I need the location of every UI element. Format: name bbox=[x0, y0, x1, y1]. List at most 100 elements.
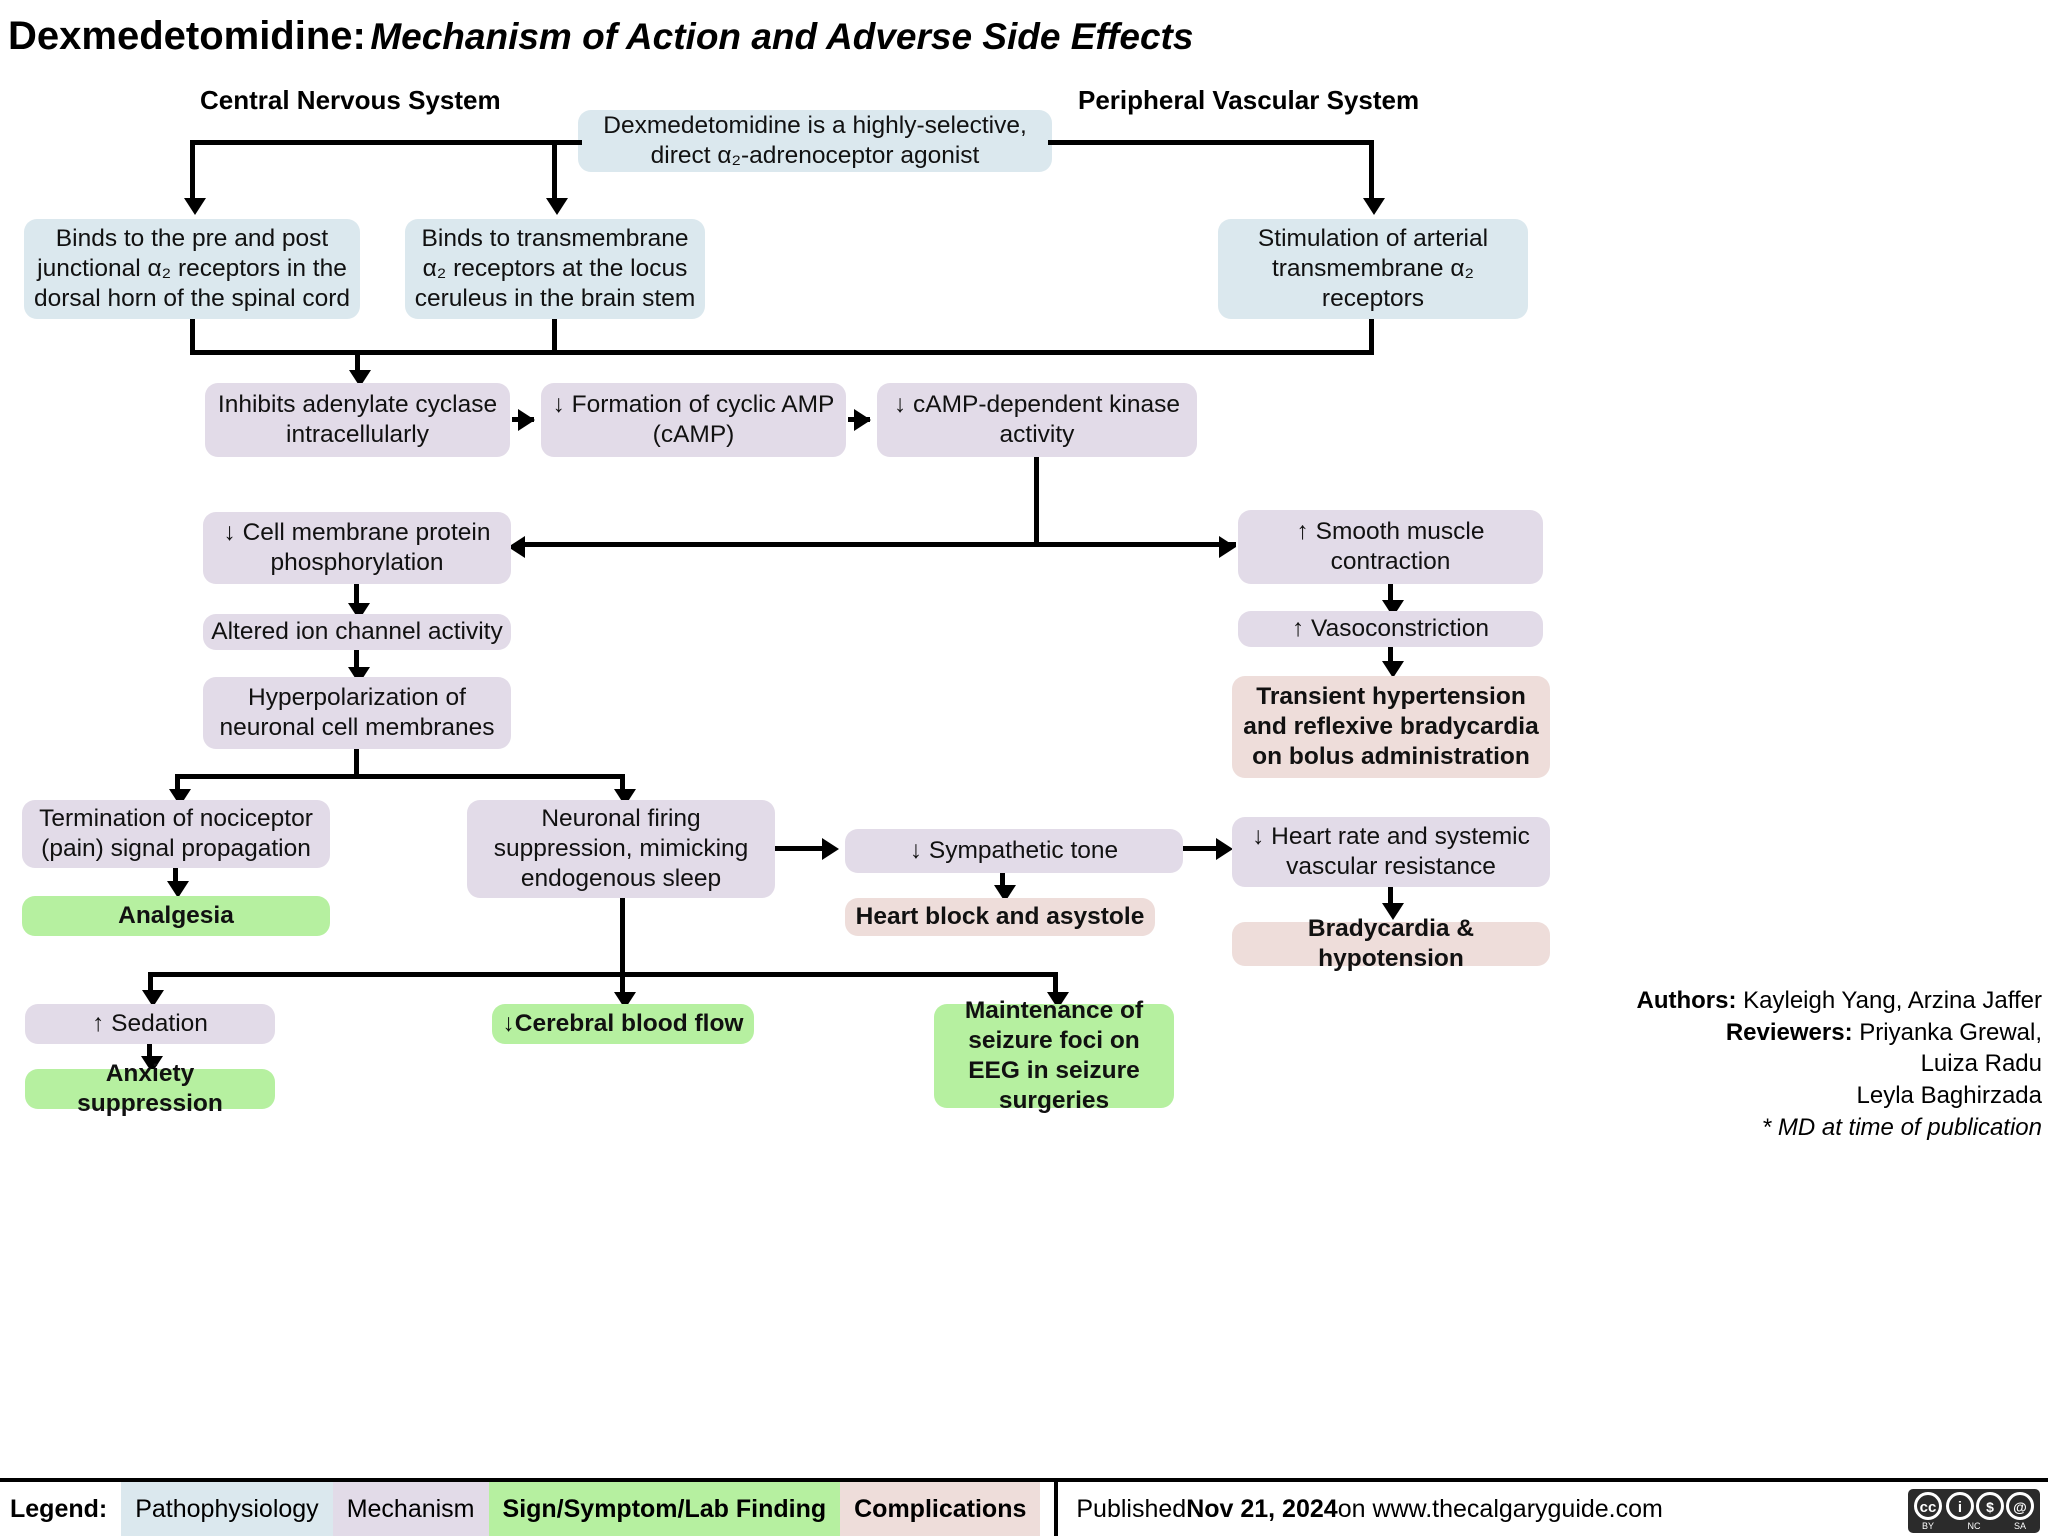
node-binds-dorsal-horn: Binds to the pre and post junctional α₂ … bbox=[24, 219, 360, 319]
connector-intro-right-down bbox=[1369, 140, 1374, 200]
authors-label: Authors: bbox=[1636, 987, 1737, 1014]
reviewers-label: Reviewers: bbox=[1725, 1018, 1853, 1046]
arrowhead-anxiety bbox=[141, 1056, 163, 1073]
connector-bus-to-seizure bbox=[1053, 972, 1058, 996]
authors-block: Authors: Kayleigh Yang, Arzina Jaffer Re… bbox=[1342, 985, 2042, 1143]
connector-hyper-down bbox=[354, 749, 359, 777]
legend-item-pathophysiology: Pathophysiology bbox=[121, 1482, 333, 1536]
arrowhead-arterial bbox=[1363, 198, 1385, 215]
svg-text:NC: NC bbox=[1968, 1521, 1981, 1531]
connector-vaso-to-htn bbox=[1388, 647, 1393, 665]
authors-line: Authors: Kayleigh Yang, Arzina Jaffer bbox=[1342, 985, 2042, 1017]
connector-symp-to-hr bbox=[1183, 846, 1219, 851]
reviewers-names-1: Priyanka Grewal, bbox=[1852, 1018, 2042, 1046]
node-bradycardia-hypotension: Bradycardia & hypotension bbox=[1232, 915, 1550, 972]
arrowhead-sedation bbox=[142, 990, 164, 1007]
node-cerebral-blood-flow: ↓Cerebral blood flow bbox=[492, 1004, 754, 1044]
connector-intro-left bbox=[190, 140, 582, 145]
svg-text:@: @ bbox=[2013, 1499, 2027, 1515]
node-smooth-muscle-contraction: ↑ Smooth muscle contraction bbox=[1238, 510, 1543, 584]
arrowhead-dorsal bbox=[184, 198, 206, 215]
connector-locus-down bbox=[552, 319, 557, 353]
creative-commons-license-icon: cc i $ @ BY NC SA bbox=[1908, 1489, 2040, 1533]
arrowhead-inhibits bbox=[349, 370, 371, 387]
legend-item-complications: Complications bbox=[840, 1482, 1041, 1536]
section-heading-cns: Central Nervous System bbox=[200, 85, 501, 115]
node-analgesia: Analgesia bbox=[22, 896, 330, 936]
arrowhead-phosphorylation bbox=[508, 536, 525, 558]
connector-inhibits-to-camp bbox=[512, 417, 534, 422]
node-camp-dependent-kinase: ↓ cAMP-dependent kinase activity bbox=[877, 383, 1197, 457]
node-vasoconstriction: ↑ Vasoconstriction bbox=[1238, 611, 1543, 647]
authors-names: Kayleigh Yang, Arzina Jaffer bbox=[1736, 987, 2042, 1014]
node-heart-block: Heart block and asystole bbox=[845, 898, 1155, 936]
arrowhead-smooth-muscle bbox=[1219, 536, 1236, 558]
node-sympathetic-tone: ↓ Sympathetic tone bbox=[845, 829, 1183, 873]
connector-bus-to-inhibits bbox=[355, 350, 360, 374]
node-heart-rate-svr: ↓ Heart rate and systemic vascular resis… bbox=[1232, 817, 1550, 887]
connector-bus-to-sedation bbox=[148, 972, 153, 994]
authors-footnote: * MD at time of publication bbox=[1761, 1113, 2042, 1141]
svg-text:cc: cc bbox=[1920, 1499, 1937, 1516]
arrowhead-transient-htn bbox=[1382, 661, 1404, 678]
connector-hyper-split bbox=[175, 774, 625, 779]
connector-hr-to-brady bbox=[1388, 887, 1393, 907]
connector-neuronal-down bbox=[620, 898, 625, 976]
published-date: Nov 21, 2024 bbox=[1186, 1494, 1338, 1523]
arrowhead-bradycardia bbox=[1382, 903, 1404, 920]
connector-dorsal-down bbox=[190, 319, 195, 353]
published-prefix: Published bbox=[1076, 1494, 1187, 1523]
svg-text:BY: BY bbox=[1922, 1521, 1934, 1531]
publication-info: Published Nov 21, 2024 on www.thecalgary… bbox=[1054, 1482, 1680, 1536]
node-formation-camp: ↓ Formation of cyclic AMP (cAMP) bbox=[541, 383, 846, 457]
node-ion-channel: Altered ion channel activity bbox=[203, 614, 511, 650]
node-neuronal-firing-suppression: Neuronal firing suppression, mimicking e… bbox=[467, 800, 775, 898]
connector-nociceptor-to-analgesia bbox=[173, 868, 178, 886]
connector-phos-to-ion bbox=[354, 584, 359, 608]
arrowhead-heart-block bbox=[994, 885, 1016, 902]
node-seizure-foci: Maintenance of seizure foci on EEG in se… bbox=[934, 997, 1174, 1114]
title-subtitle: Mechanism of Action and Adverse Side Eff… bbox=[370, 16, 1194, 57]
node-nociceptor-termination: Termination of nociceptor (pain) signal … bbox=[22, 800, 330, 868]
connector-neuronal-bus bbox=[148, 972, 1058, 977]
legend-item-sign-symptom: Sign/Symptom/Lab Finding bbox=[488, 1482, 841, 1536]
legend-label: Legend: bbox=[10, 1494, 108, 1523]
node-inhibits-adenylate-cyclase: Inhibits adenylate cyclase intracellular… bbox=[205, 383, 510, 457]
connector-camp-to-kinase bbox=[848, 417, 870, 422]
legend-bar: Legend: Pathophysiology Mechanism Sign/S… bbox=[0, 1478, 2048, 1536]
reviewers-names-2: Luiza Radu bbox=[1920, 1050, 2042, 1078]
connector-intro-right bbox=[1048, 140, 1374, 145]
published-suffix: on www.thecalgaryguide.com bbox=[1337, 1494, 1663, 1523]
arrowhead-locus bbox=[546, 198, 568, 215]
connector-smooth-to-vaso bbox=[1388, 584, 1393, 604]
section-heading-pvs: Peripheral Vascular System bbox=[1078, 85, 1420, 115]
connector-hyper-right bbox=[620, 774, 625, 794]
node-intro: Dexmedetomidine is a highly-selective, d… bbox=[578, 110, 1052, 172]
node-anxiety-suppression: Anxiety suppression bbox=[25, 1060, 275, 1117]
node-binds-locus-ceruleus: Binds to transmembrane α₂ receptors at t… bbox=[405, 219, 705, 319]
node-sedation: ↑ Sedation bbox=[25, 1004, 275, 1044]
node-arterial-receptors: Stimulation of arterial transmembrane α₂… bbox=[1218, 219, 1528, 319]
connector-kinase-split bbox=[520, 542, 1236, 547]
arrowhead-heart-rate bbox=[1216, 838, 1233, 860]
reviewers-names-3: Leyla Baghirzada bbox=[1856, 1082, 2042, 1110]
connector-row2-bus bbox=[190, 350, 1374, 355]
svg-text:i: i bbox=[1958, 1499, 1962, 1516]
title-main: Dexmedetomidine: bbox=[8, 14, 366, 58]
connector-kinase-down bbox=[1034, 457, 1039, 545]
legend-item-mechanism: Mechanism bbox=[332, 1482, 489, 1536]
connector-arterial-down bbox=[1369, 319, 1374, 353]
arrowhead-sympathetic bbox=[822, 838, 839, 860]
page-title: Dexmedetomidine: Mechanism of Action and… bbox=[8, 14, 1193, 59]
connector-neuronal-to-symp bbox=[775, 846, 825, 851]
connector-symp-to-heartblock bbox=[1000, 873, 1005, 889]
connector-bus-to-cbf bbox=[620, 972, 625, 996]
connector-ion-to-hyper bbox=[354, 650, 359, 672]
connector-intro-left-down bbox=[190, 140, 195, 200]
node-transient-hypertension: Transient hypertension and reflexive bra… bbox=[1232, 676, 1550, 778]
arrowhead-analgesia bbox=[167, 881, 189, 898]
svg-text:$: $ bbox=[1986, 1499, 1994, 1515]
node-phosphorylation: ↓ Cell membrane protein phosphorylation bbox=[203, 512, 511, 584]
reviewers-line: Reviewers: Priyanka Grewal, bbox=[1342, 1017, 2042, 1049]
